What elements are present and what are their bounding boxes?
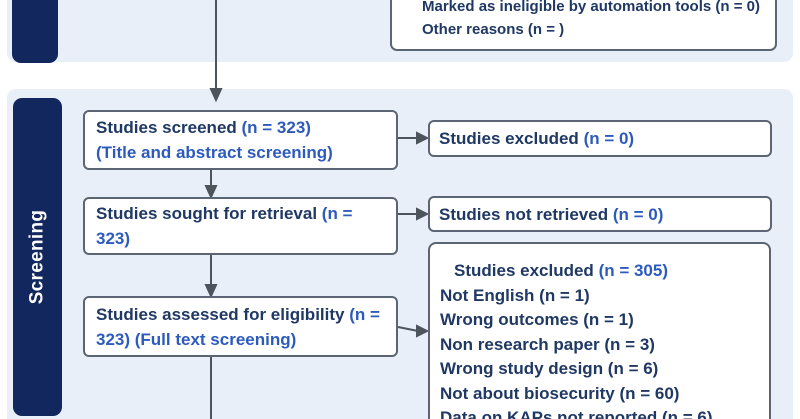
- sought-text: Studies sought for retrieval: [96, 204, 318, 223]
- screening-label-bar: Screening: [13, 98, 62, 416]
- excluded-screening-count: (n = 0): [583, 129, 635, 148]
- studies-excluded-eligibility-box: Studies excluded (n = 305) Not English (…: [428, 242, 771, 419]
- exclusion-reason: Wrong study design (n = 6): [440, 359, 659, 378]
- automation-line: Marked as ineligible by automation tools…: [422, 0, 760, 15]
- automation-ineligible-box: Marked as ineligible by automation tools…: [390, 0, 777, 51]
- excluded-eligibility-title: Studies excluded (n = 305): [430, 259, 769, 284]
- studies-sought-box: Studies sought for retrieval (n = 323): [83, 197, 398, 255]
- studies-not-retrieved-box: Studies not retrieved (n = 0): [428, 196, 772, 232]
- studies-screened-box: Studies screened (n = 323) (Title and ab…: [83, 110, 398, 170]
- sought-count-close: 323): [96, 229, 131, 248]
- other-reasons-line: Other reasons (n = ): [422, 20, 565, 38]
- exclusion-reason: Data on KAPs not reported (n = 6): [440, 408, 713, 419]
- not-retrieved-count: (n = 0): [612, 204, 664, 224]
- assessed-count-close: 323) (Full text screening): [96, 329, 297, 349]
- screening-label: Screening: [26, 209, 48, 305]
- exclusion-reason: Not English (n = 1): [440, 285, 590, 305]
- not-retrieved-text: Studies not retrieved: [439, 204, 609, 224]
- excluded-screening-text: Studies excluded: [439, 129, 579, 148]
- studies-excluded-screening-box: Studies excluded (n = 0): [428, 120, 772, 157]
- sought-count-open: (n =: [321, 204, 353, 223]
- screened-count: (n = 323): [241, 118, 311, 137]
- screened-text: Studies screened: [96, 118, 237, 137]
- exclusion-reason: Non research paper (n = 3): [440, 334, 655, 354]
- identification-label-bar: [12, 0, 58, 63]
- studies-assessed-box: Studies assessed for eligibility (n = 32…: [83, 296, 398, 357]
- screened-subtext: (Title and abstract screening): [96, 143, 333, 162]
- exclusion-reason: Wrong outcomes (n = 1): [440, 310, 634, 329]
- assessed-text: Studies assessed for eligibility: [96, 304, 345, 324]
- assessed-count-open: (n =: [349, 304, 380, 324]
- excluded-eligibility-count: (n = 305): [598, 261, 669, 280]
- exclusion-reason: Not about biosecurity (n = 60): [440, 383, 680, 403]
- excluded-eligibility-text: Studies excluded: [454, 261, 594, 280]
